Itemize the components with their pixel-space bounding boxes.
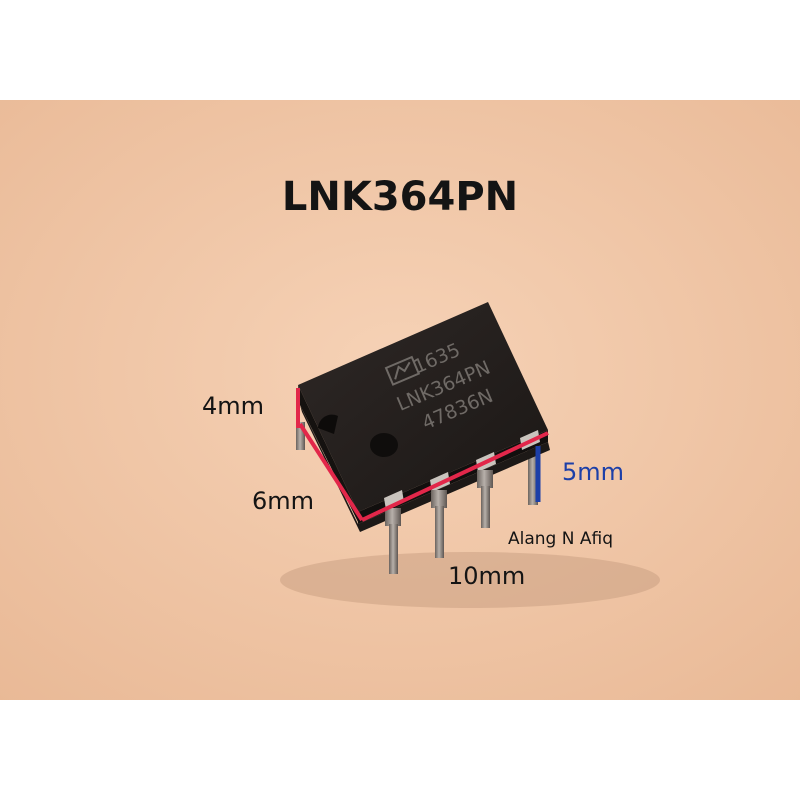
chip-lip xyxy=(300,405,550,532)
pin1-dot xyxy=(370,433,398,457)
product-title: LNK364PN xyxy=(282,174,518,220)
front-pin-shoulder xyxy=(384,490,404,510)
width-marker-red xyxy=(298,422,364,522)
logo-icon xyxy=(384,355,421,386)
back-pins xyxy=(296,422,538,505)
chip-photo-canvas: 1635 LNK364PN 47836N xyxy=(0,100,800,700)
dimension-width-label: 6mm xyxy=(252,487,314,515)
front-pin xyxy=(477,470,493,488)
back-pin xyxy=(296,422,305,450)
chip-body: 1635 LNK364PN 47836N xyxy=(298,302,550,532)
chip-shadow xyxy=(280,552,660,608)
pin1-notch xyxy=(318,414,338,434)
length-marker-red xyxy=(361,431,549,522)
dimension-height-label: 4mm xyxy=(202,392,264,420)
dimension-pin-height-label: 5mm xyxy=(562,458,624,486)
dimension-markers xyxy=(296,388,549,522)
front-pin xyxy=(431,490,447,508)
front-pin-lead xyxy=(481,486,490,528)
dimension-length-label: 10mm xyxy=(448,562,525,590)
front-pin-lead xyxy=(389,524,398,574)
chip-top-face xyxy=(298,302,548,512)
back-pin xyxy=(528,445,538,505)
front-pin-lead xyxy=(435,506,444,558)
photo-credit: Alang N Afiq xyxy=(508,529,613,549)
front-pin xyxy=(385,508,401,526)
